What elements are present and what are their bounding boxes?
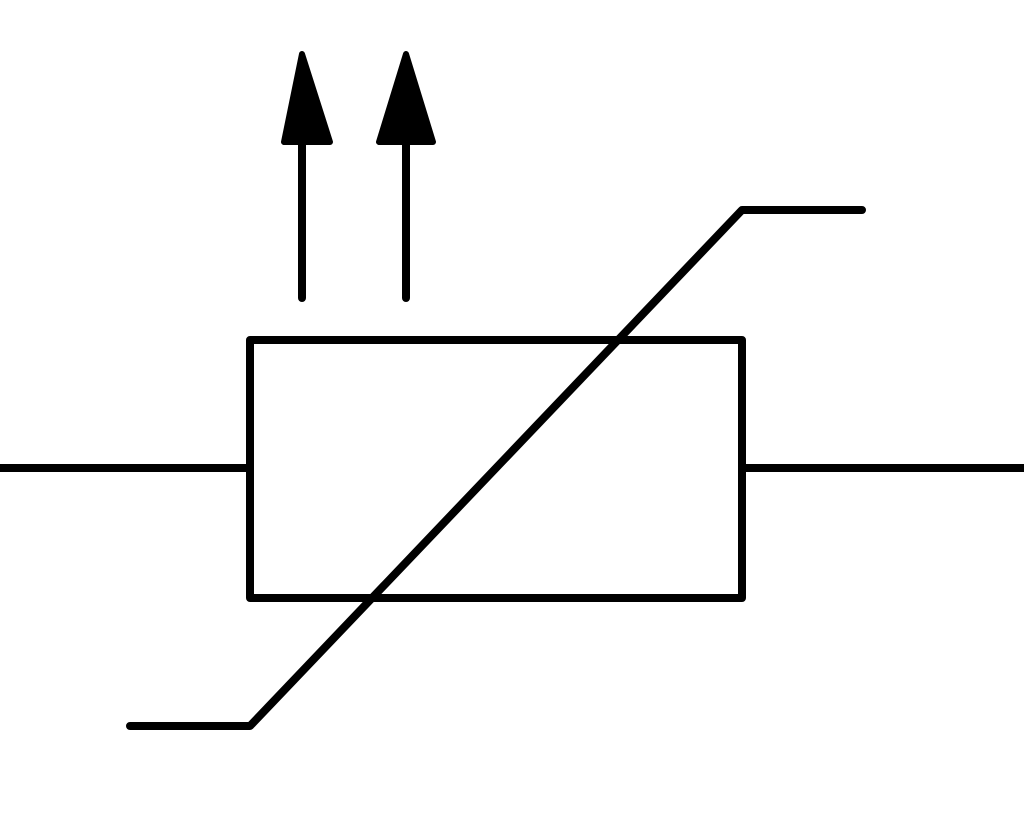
variable-characteristic-line	[126, 206, 866, 730]
resistor-body	[246, 336, 746, 602]
arrow-left-head	[281, 51, 333, 145]
arrow-right-head	[376, 51, 436, 145]
